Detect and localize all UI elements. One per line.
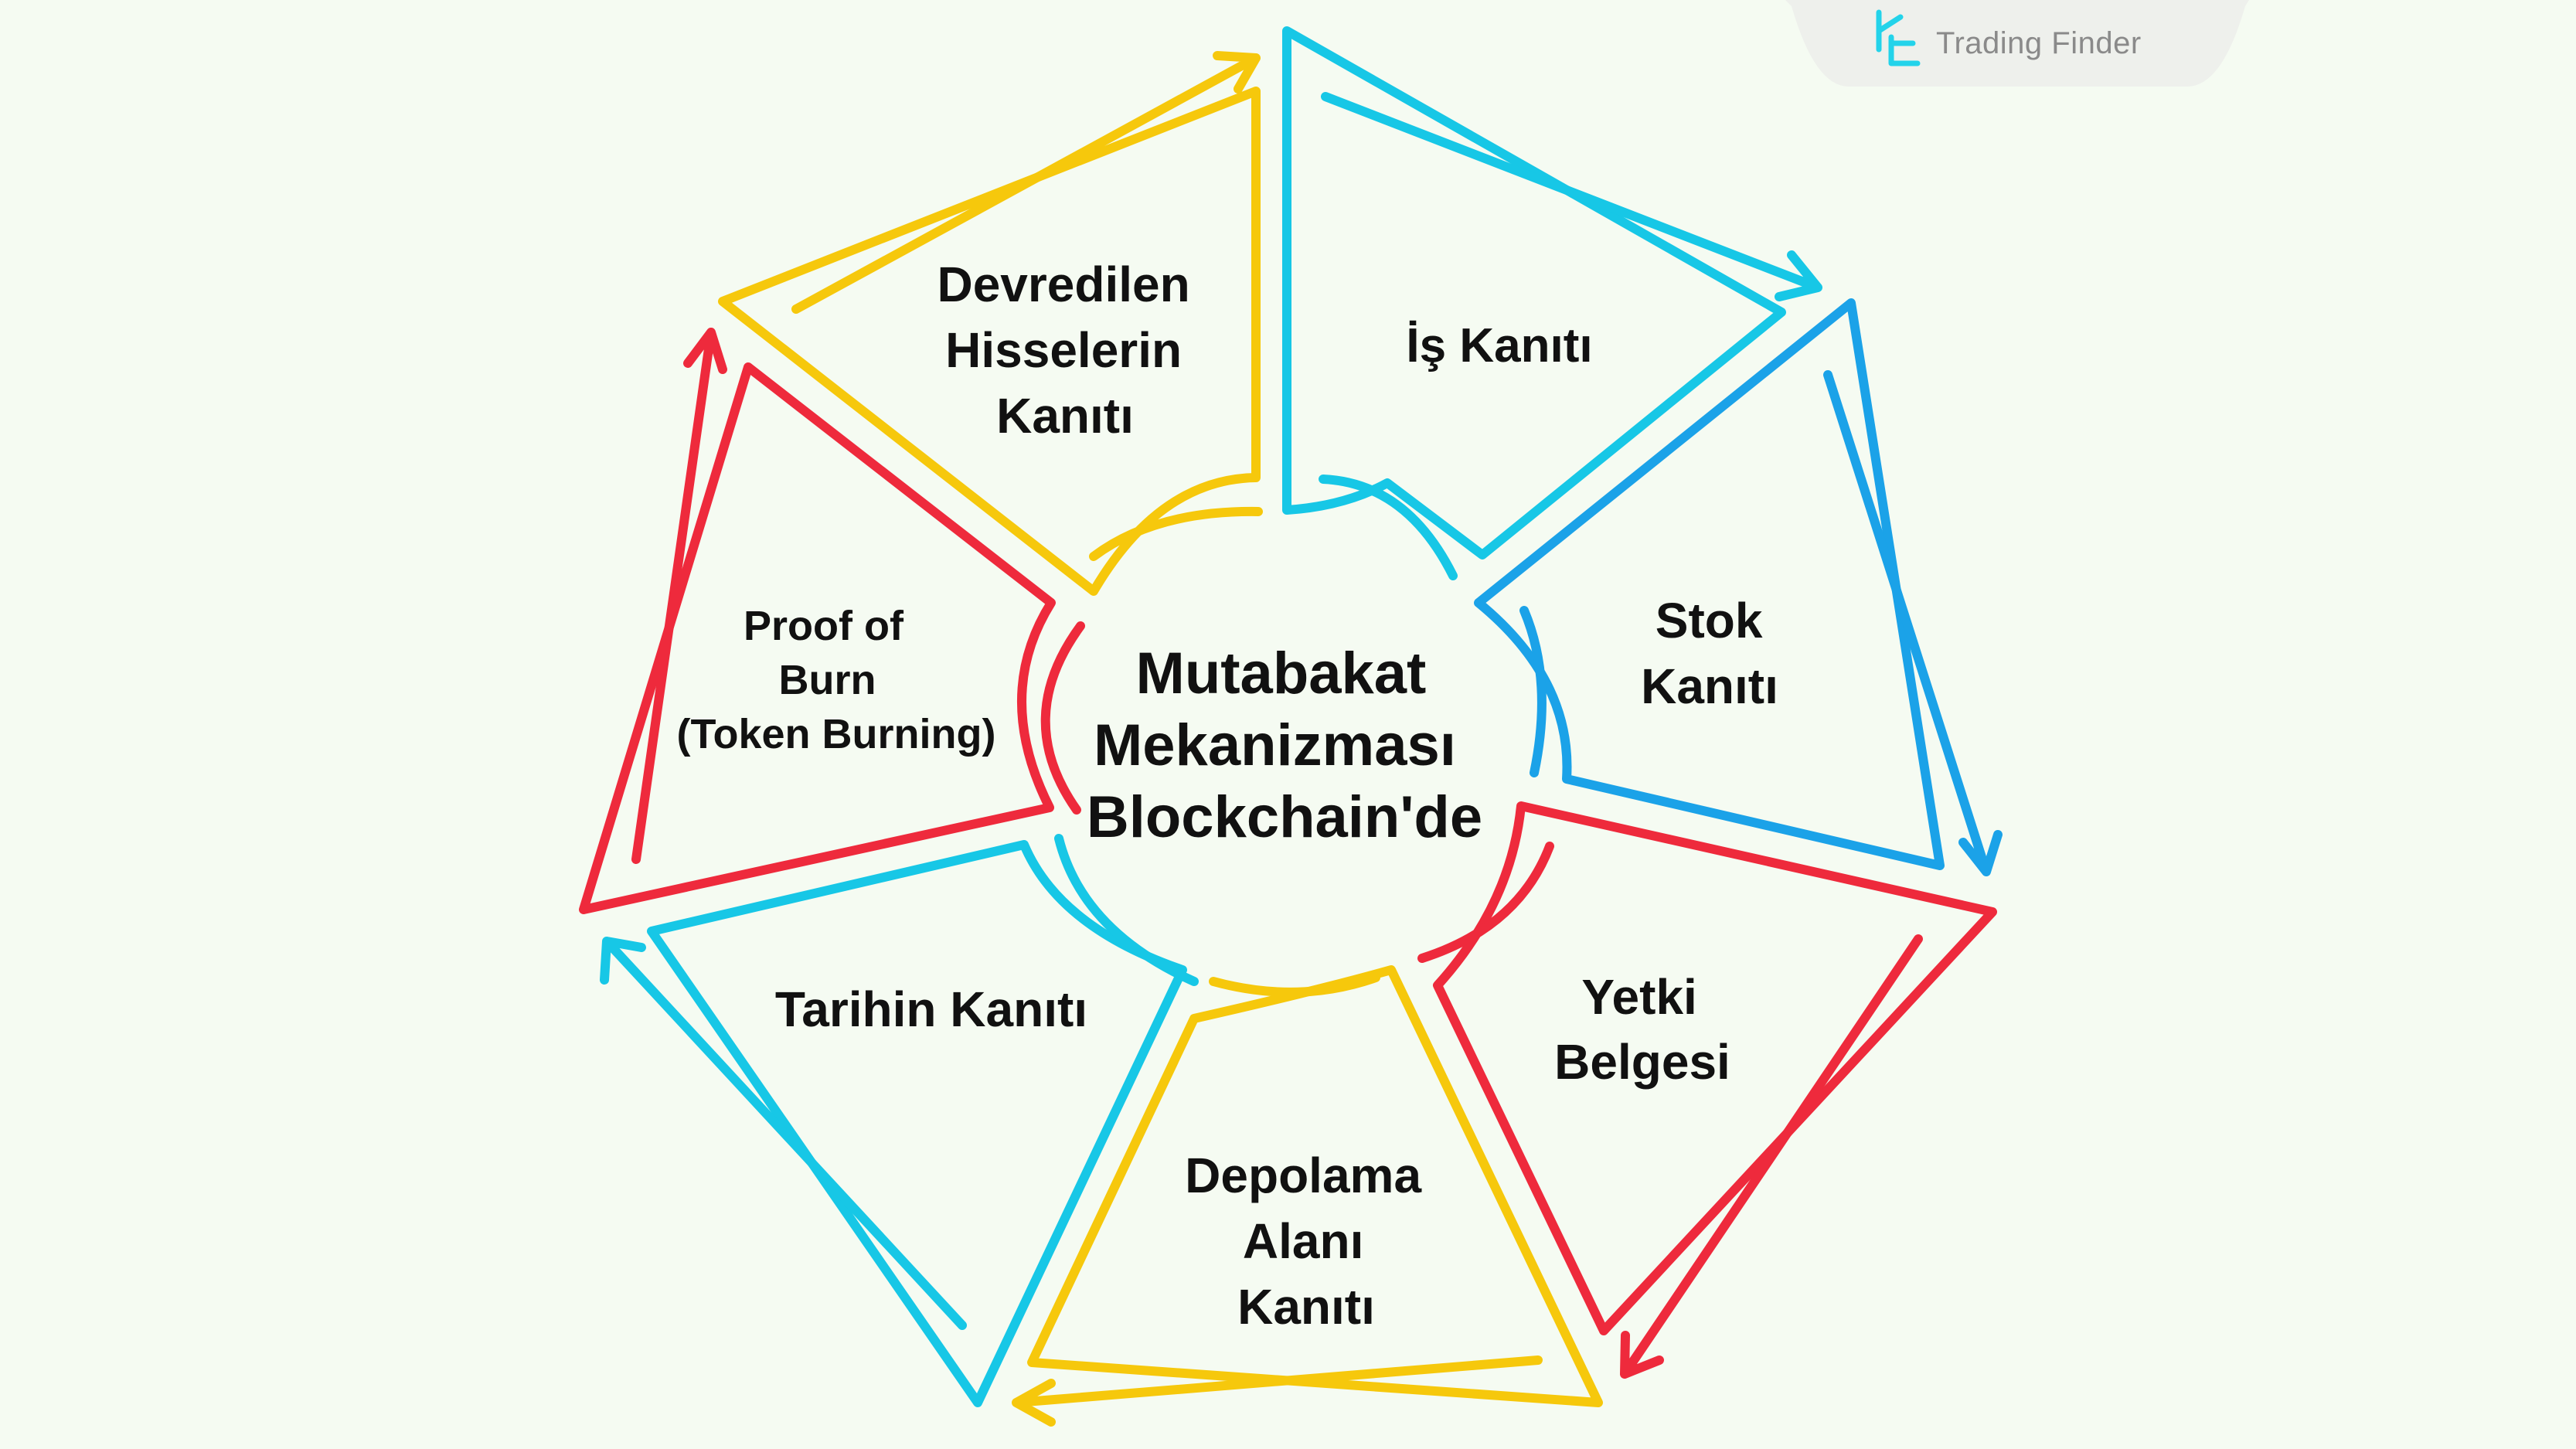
segment-pos-outer-arrow: [1823, 370, 2003, 876]
segment-pob-outline: [579, 362, 1056, 914]
logo-text[interactable]: Trading Finder: [1936, 26, 2142, 60]
trading-finder-logo-icon: [1876, 9, 1921, 66]
segment-pob-label: Proof of Burn (Token Burning): [677, 603, 996, 757]
segment-poa-inner-arc: [1417, 842, 1554, 963]
segment-pos-label: Stok Kanıtı: [1641, 593, 1778, 714]
segment-pow-label: İş Kanıtı: [1406, 319, 1592, 372]
segment-poh-label: Tarihin Kanıtı: [775, 981, 1087, 1037]
segment-pos: Stok Kanıtı: [1474, 298, 2003, 876]
segment-poh-outline: [647, 840, 1187, 1407]
segment-poa: Yetki Belgesi: [1417, 801, 1997, 1379]
segment-posp-inner-arc: [1209, 973, 1380, 997]
segment-pob: Proof of Burn (Token Burning): [579, 328, 1085, 914]
segment-poh-inner-arc: [1054, 834, 1199, 986]
segment-dpos-label: Devredilen Hisselerin Kanıtı: [937, 257, 1203, 444]
segment-posp-outer-arrow: [1012, 1355, 1543, 1427]
segment-pow-outline: [1282, 26, 1786, 560]
segment-poa-outer-arrow: [1620, 934, 1923, 1379]
segment-pow-inner-arc: [1319, 474, 1458, 580]
segment-pob-outer-arrow: [631, 328, 727, 864]
segment-pob-inner-arc: [1040, 621, 1085, 815]
center-title: Mutabakat Mekanizması Blockchain'de: [1087, 641, 1482, 850]
segment-poh-outer-arrow: [600, 937, 967, 1330]
segment-pos-outline: [1474, 298, 1945, 870]
segment-posp: Depolama Alanı Kanıtı: [1012, 965, 1603, 1427]
segment-poh: Tarihin Kanıtı: [600, 834, 1199, 1407]
segment-dpos-outline: [718, 87, 1261, 596]
segment-dpos-inner-arc: [1089, 506, 1263, 561]
segment-poa-outline: [1433, 801, 1997, 1335]
segment-pos-inner-arc: [1519, 606, 1547, 777]
segment-dpos-outer-arrow: [791, 51, 1261, 314]
segment-pow-outer-arrow: [1321, 92, 1822, 301]
segment-poa-label: Yetki Belgesi: [1554, 969, 1730, 1090]
segment-dpos: Devredilen Hisselerin Kanıtı: [718, 51, 1263, 596]
segment-posp-label: Depolama Alanı Kanıtı: [1185, 1148, 1435, 1335]
segment-pow: İş Kanıtı: [1282, 26, 1822, 580]
